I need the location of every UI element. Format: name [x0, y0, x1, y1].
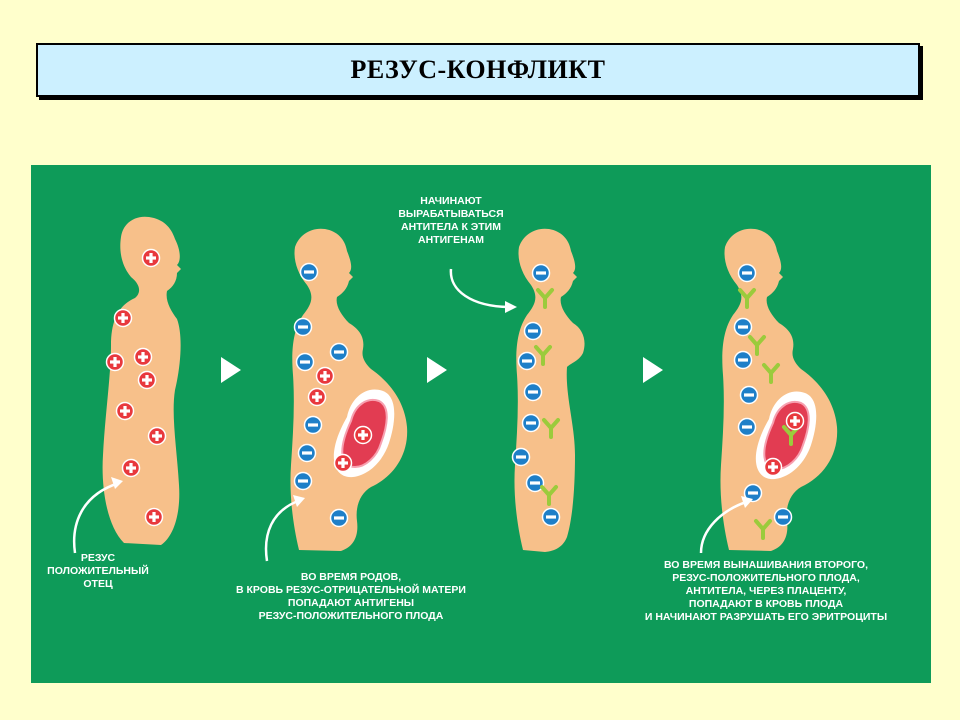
plus-antigen-icon: [144, 507, 164, 527]
plus-antigen-icon: [147, 426, 167, 446]
plus-antigen-icon: [785, 411, 805, 431]
minus-cell-icon: [521, 413, 541, 433]
pointer-arrow-birth: [264, 498, 302, 562]
minus-cell-icon: [329, 342, 349, 362]
minus-cell-icon: [523, 382, 543, 402]
minus-cell-icon: [303, 415, 323, 435]
minus-cell-icon: [733, 317, 753, 337]
minus-cell-icon: [523, 321, 543, 341]
diagram-panel: РЕЗУС ПОЛОЖИТЕЛЬНЫЙ ОТЕЦ ВО ВРЕМЯ РОДОВ,…: [31, 165, 931, 683]
mother-figure-antibodies: [514, 228, 585, 552]
mother-figure-second: [720, 228, 838, 551]
minus-cell-icon: [293, 317, 313, 337]
play-arrow-icon: [221, 357, 241, 383]
plus-antigen-icon: [315, 366, 335, 386]
title-box: РЕЗУС-КОНФЛИКТ: [36, 43, 920, 97]
minus-cell-icon: [295, 352, 315, 372]
plus-antigen-icon: [353, 425, 373, 445]
caption-second: ВО ВРЕМЯ ВЫНАШИВАНИЯ ВТОРОГО, РЕЗУС-ПОЛО…: [644, 559, 888, 623]
diagram-svg: [72, 216, 838, 562]
plus-antigen-icon: [115, 401, 135, 421]
caption-antibodies: НАЧИНАЮТ ВЫРАБАТЫВАТЬСЯ АНТИТЕЛА К ЭТИМ …: [398, 195, 504, 246]
pointer-arrow-second: [699, 499, 750, 554]
minus-cell-icon: [511, 447, 531, 467]
minus-cell-icon: [293, 471, 313, 491]
minus-cell-icon: [525, 473, 545, 493]
plus-antigen-icon: [333, 453, 353, 473]
plus-antigen-icon: [105, 352, 125, 372]
plus-antigen-icon: [121, 458, 141, 478]
minus-cell-icon: [737, 417, 757, 437]
minus-cell-icon: [541, 507, 561, 527]
plus-antigen-icon: [307, 387, 327, 407]
mother-body: [514, 228, 585, 552]
minus-cell-icon: [737, 263, 757, 283]
plus-antigen-icon: [141, 248, 161, 268]
minus-cell-icon: [517, 351, 537, 371]
mother-body: [720, 228, 838, 551]
minus-cell-icon: [773, 507, 793, 527]
plus-antigen-icon: [133, 347, 153, 367]
plus-antigen-icon: [763, 457, 783, 477]
minus-cell-icon: [531, 263, 551, 283]
minus-cell-icon: [297, 443, 317, 463]
play-arrow-icon: [427, 357, 447, 383]
minus-cell-icon: [739, 385, 759, 405]
minus-cell-icon: [299, 262, 319, 282]
pointer-heads: [111, 301, 753, 508]
page-title: РЕЗУС-КОНФЛИКТ: [350, 55, 606, 84]
plus-antigen-icon: [113, 308, 133, 328]
plus-antigen-icon: [137, 370, 157, 390]
pointer-arrow-antibodies: [449, 268, 512, 309]
caption-birth: ВО ВРЕМЯ РОДОВ, В КРОВЬ РЕЗУС-ОТРИЦАТЕЛЬ…: [236, 571, 466, 622]
minus-cell-icon: [733, 350, 753, 370]
pointer-arrow-father: [72, 481, 120, 554]
mother-body: [290, 228, 408, 551]
pointer-arrows: [72, 268, 750, 562]
play-arrow-icon: [643, 357, 663, 383]
caption-father: РЕЗУС ПОЛОЖИТЕЛЬНЫЙ ОТЕЦ: [47, 552, 149, 590]
minus-cell-icon: [329, 508, 349, 528]
